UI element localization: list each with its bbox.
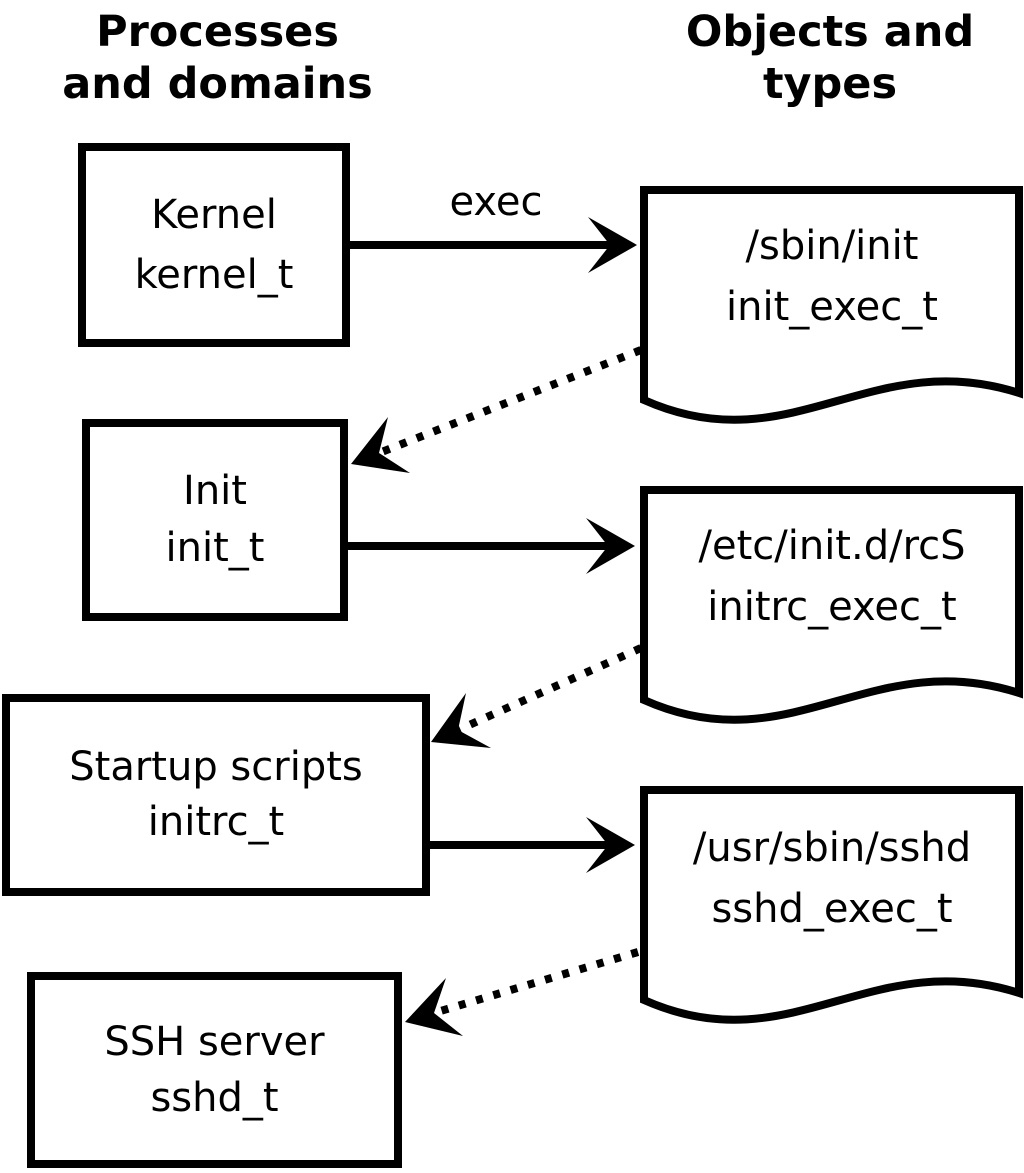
object-path: /usr/sbin/sshd	[692, 825, 972, 871]
transition-arrow-initexec-to-init-line	[377, 346, 643, 457]
exec-arrow-label: exec	[449, 179, 543, 225]
process-box-kernel: Kernel kernel_t	[78, 143, 350, 347]
exec-arrow-initrc-to-sshd-head	[586, 817, 635, 873]
process-domain-type: initrc_t	[147, 799, 285, 845]
object-path: /sbin/init	[745, 223, 919, 269]
object-label-etc-initd-rcs: /etc/init.d/rcS initrc_exec_t	[648, 516, 1016, 638]
process-domain-type: kernel_t	[134, 252, 294, 298]
process-name: SSH server	[104, 1019, 325, 1065]
document-shape-etc-initd-rcs	[640, 486, 1023, 724]
object-file-type: init_exec_t	[726, 284, 938, 330]
object-path: /etc/init.d/rcS	[698, 523, 966, 569]
object-file-type: sshd_exec_t	[711, 886, 953, 932]
column-title-processes: Processes and domains	[25, 6, 410, 110]
process-box-startup-scripts: Startup scripts initrc_t	[2, 694, 430, 896]
process-name: Startup scripts	[69, 744, 363, 790]
transition-arrow-rcsexec-to-initrc-head	[431, 693, 491, 748]
transition-arrow-rcsexec-to-initrc-line	[456, 644, 643, 734]
object-file-type: initrc_exec_t	[707, 584, 957, 630]
transition-arrow-sshdexec-to-sshd-head	[405, 978, 463, 1036]
process-box-init: Init init_t	[82, 419, 348, 621]
column-title-processes-line2: and domains	[62, 59, 373, 109]
document-shape-usr-sbin-sshd	[640, 786, 1023, 1024]
column-title-objects: Objects and types	[620, 6, 1024, 110]
process-name: Init	[183, 468, 247, 514]
process-box-ssh-server: SSH server sshd_t	[27, 972, 402, 1168]
process-domain-type: sshd_t	[150, 1075, 279, 1121]
exec-arrow-init-to-rcs-head	[586, 518, 635, 574]
column-title-processes-line1: Processes	[96, 7, 339, 57]
process-domain-type: init_t	[165, 525, 265, 571]
transition-arrow-sshdexec-to-sshd-line	[432, 948, 640, 1017]
column-title-objects-line2: types	[762, 59, 898, 109]
exec-arrow-kernel-to-init-head	[588, 217, 637, 273]
object-label-sbin-init: /sbin/init init_exec_t	[648, 216, 1016, 338]
column-title-objects-line1: Objects and	[685, 7, 975, 57]
process-name: Kernel	[151, 192, 277, 238]
object-label-usr-sbin-sshd: /usr/sbin/sshd sshd_exec_t	[648, 818, 1016, 940]
transition-arrow-initexec-to-init-head	[351, 417, 410, 473]
document-shape-sbin-init	[640, 186, 1023, 424]
